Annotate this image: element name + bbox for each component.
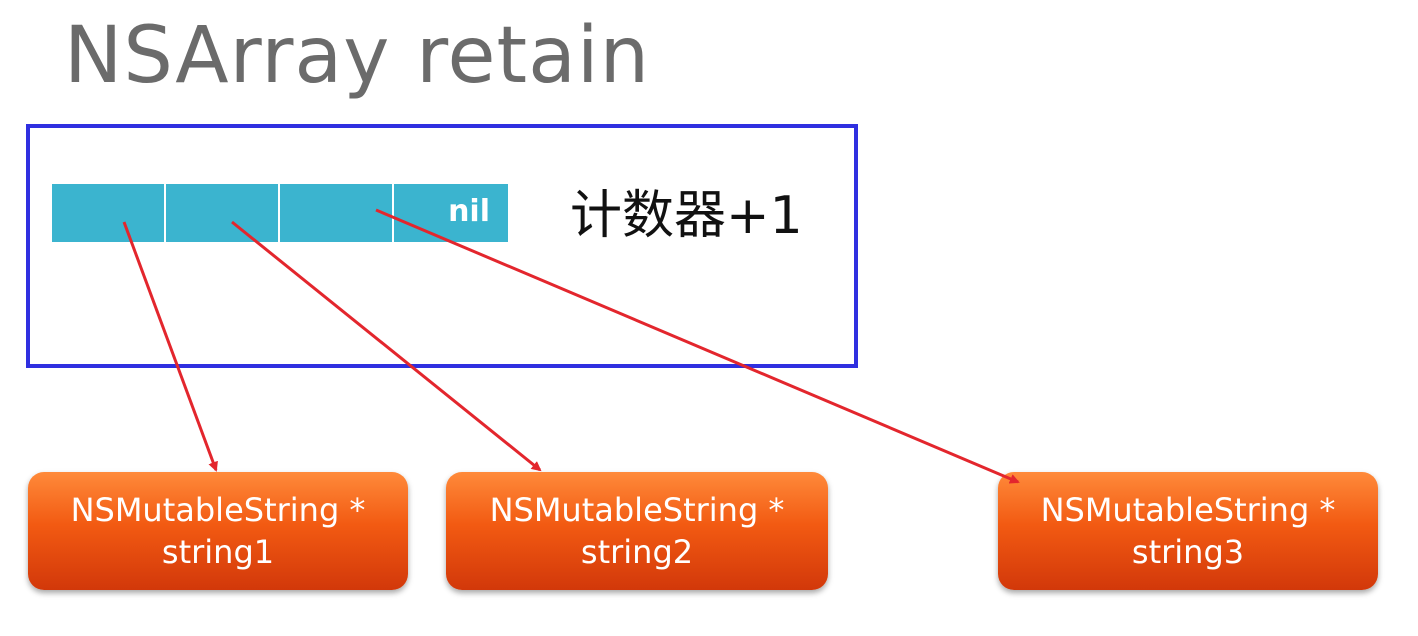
string-object-1-name: string1 xyxy=(161,533,275,571)
string-object-2-name: string2 xyxy=(580,533,694,571)
string-object-1: NSMutableString * string1 xyxy=(28,472,408,590)
array-cell-nil-label: nil xyxy=(448,194,490,229)
array-cell-1 xyxy=(52,184,166,242)
string-object-3: NSMutableString * string3 xyxy=(998,472,1378,590)
array-cells: nil xyxy=(52,184,508,242)
string-object-1-type: NSMutableString * xyxy=(70,491,366,529)
slide-title: NSArray retain xyxy=(64,11,651,101)
string-object-3-type: NSMutableString * xyxy=(1040,491,1336,529)
retain-count-note: 计数器+1 xyxy=(570,186,803,246)
string-object-2-type: NSMutableString * xyxy=(489,491,785,529)
array-cell-3 xyxy=(280,184,394,242)
array-cell-nil: nil xyxy=(394,184,508,242)
array-cell-2 xyxy=(166,184,280,242)
string-object-3-name: string3 xyxy=(1131,533,1245,571)
string-object-2: NSMutableString * string2 xyxy=(446,472,828,590)
